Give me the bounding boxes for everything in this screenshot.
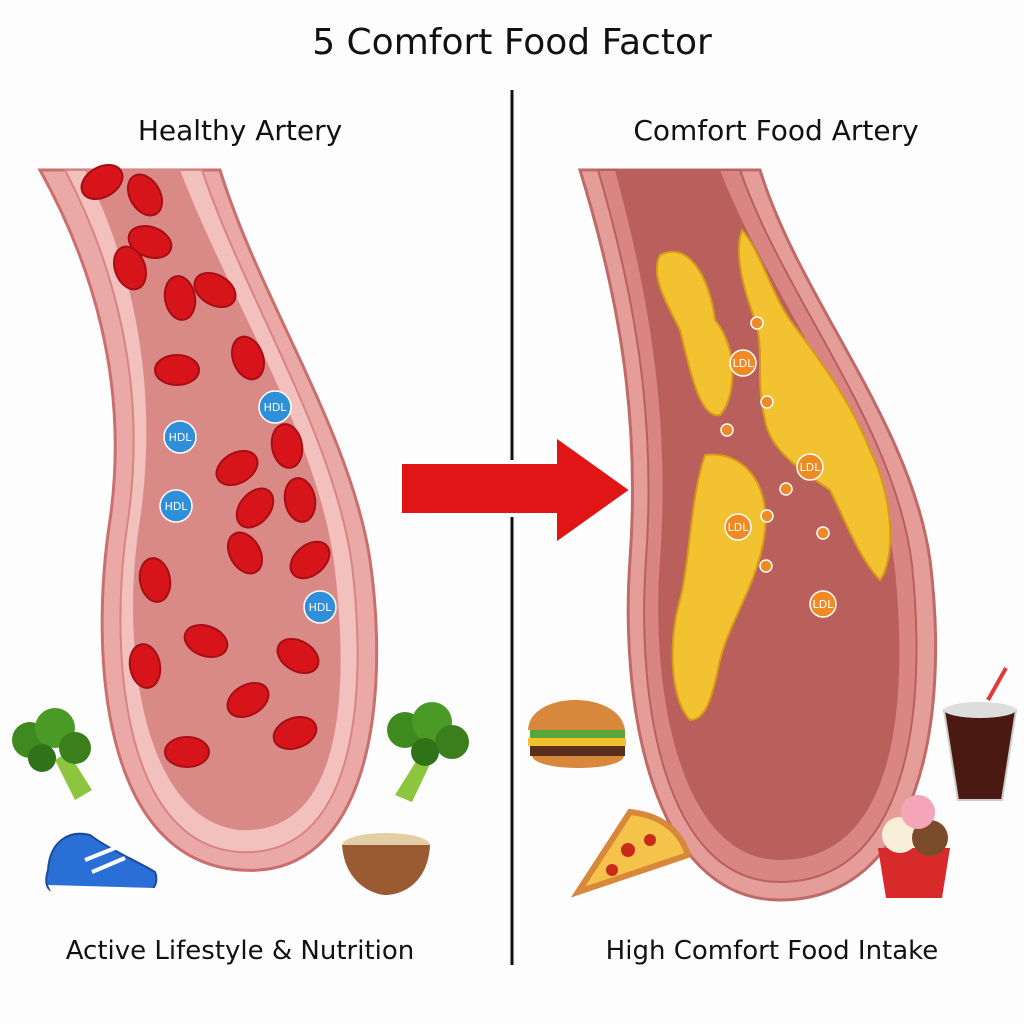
red-blood-cell — [215, 449, 259, 487]
ldl-molecules: LDL LDL LDL LDL — [720, 316, 837, 618]
ldl-molecule — [779, 482, 793, 496]
red-blood-cell — [126, 173, 164, 217]
red-blood-cell — [231, 335, 265, 381]
red-blood-cell — [138, 557, 172, 603]
page-title: 5 Comfort Food Factor — [312, 22, 712, 63]
ldl-molecule: LDL — [809, 590, 837, 618]
red-blood-cell — [276, 637, 320, 675]
comfort-food-artery: LDL LDL LDL LDL — [577, 168, 938, 902]
red-blood-cell — [283, 477, 317, 523]
red-blood-cell — [164, 736, 210, 768]
red-blood-cell — [183, 624, 229, 658]
arrow-right-icon — [398, 431, 636, 549]
red-blood-cells — [80, 163, 331, 768]
hdl-molecule: HDL — [258, 390, 292, 424]
burger-icon — [528, 700, 626, 768]
red-blood-cell — [193, 271, 237, 309]
healthy-caption: Active Lifestyle & Nutrition — [65, 936, 415, 966]
broccoli-icon — [387, 702, 469, 802]
ldl-molecule: LDL — [729, 349, 757, 377]
red-blood-cell — [272, 716, 318, 750]
svg-text:LDL: LDL — [733, 357, 755, 370]
comfort-food-caption: High Comfort Food Intake — [605, 936, 939, 966]
hdl-molecule: HDL — [159, 489, 193, 523]
svg-text:LDL: LDL — [813, 598, 835, 611]
healthy-artery-heading: Healthy Artery — [137, 114, 343, 147]
svg-text:HDL: HDL — [165, 500, 189, 513]
ldl-molecule — [720, 423, 734, 437]
comfort-food-artery-heading: Comfort Food Artery — [633, 114, 919, 147]
ldl-molecule — [750, 316, 764, 330]
red-blood-cell — [80, 163, 124, 201]
hdl-molecule: HDL — [303, 590, 337, 624]
ldl-molecule: LDL — [724, 513, 752, 541]
ldl-molecule: LDL — [796, 453, 824, 481]
broccoli-icon — [12, 708, 92, 800]
red-blood-cell — [270, 423, 304, 469]
svg-text:HDL: HDL — [264, 401, 288, 414]
ldl-molecule — [816, 526, 830, 540]
red-blood-cell — [226, 531, 264, 575]
red-blood-cell — [226, 681, 270, 719]
svg-text:HDL: HDL — [169, 431, 193, 444]
ldl-molecule — [760, 509, 774, 523]
pizza-icon — [570, 808, 692, 898]
hdl-molecule: HDL — [163, 420, 197, 454]
red-blood-cell — [128, 643, 162, 689]
svg-text:LDL: LDL — [800, 461, 822, 474]
red-blood-cell — [127, 225, 173, 259]
ldl-molecule — [760, 395, 774, 409]
healthy-artery: HDL HDL HDL HDL — [37, 163, 379, 872]
red-blood-cell — [289, 540, 331, 580]
red-blood-cell — [235, 487, 275, 529]
hdl-molecules: HDL HDL HDL HDL — [159, 390, 337, 624]
red-blood-cell — [154, 354, 200, 386]
svg-text:HDL: HDL — [309, 601, 333, 614]
soda-icon — [942, 667, 1018, 801]
ldl-molecule — [759, 559, 773, 573]
oatmeal-bowl-icon — [342, 833, 430, 895]
ice-cream-icon — [878, 795, 950, 898]
svg-text:LDL: LDL — [728, 521, 750, 534]
red-blood-cell — [113, 245, 147, 291]
running-shoe-icon — [45, 832, 158, 897]
red-blood-cell — [163, 275, 197, 321]
